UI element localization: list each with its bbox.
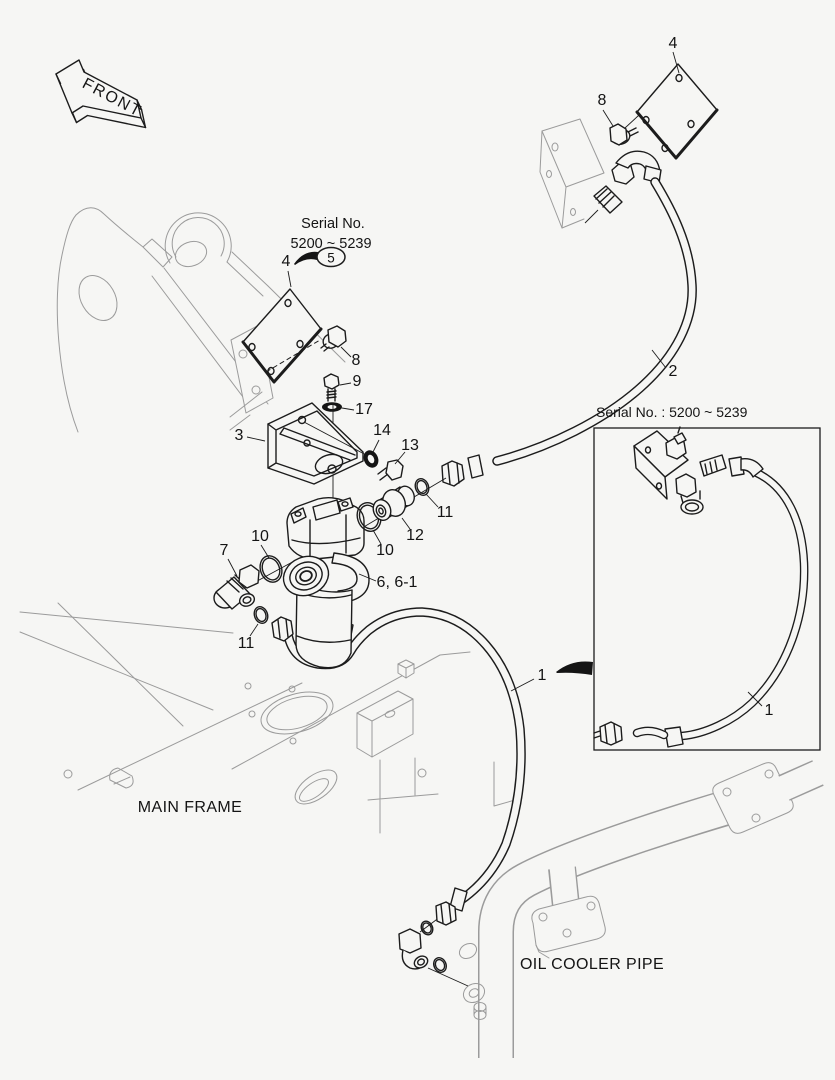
mount-plate-4-upper <box>609 63 719 160</box>
swoosh-arrow-inset <box>556 661 593 675</box>
part-label-2: 2 <box>668 363 678 380</box>
main-frame-label: MAIN FRAME <box>137 799 243 816</box>
part-label-7: 7 <box>219 542 229 559</box>
hose-2-drawing <box>441 150 697 487</box>
o-ring-11-left <box>253 606 269 624</box>
elbow-7-drawing <box>213 564 260 610</box>
part-label-1-inset: 1 <box>764 702 774 719</box>
part-label-14: 14 <box>373 422 391 439</box>
part-label-11-left: 11 <box>237 635 255 652</box>
part-label-1-main: 1 <box>537 667 547 684</box>
hose-1-end-fittings <box>398 887 469 987</box>
inset-serial-title: Serial No. : 5200 ~ 5239 <box>596 404 748 420</box>
serial-note-line2: 5200 ~ 5239 <box>290 235 372 252</box>
filter-assembly-drawing <box>282 497 370 669</box>
part-label-3: 3 <box>234 427 244 444</box>
part-label-4-middle: 4 <box>281 253 291 270</box>
part-label-12: 12 <box>406 527 424 544</box>
part-label-8-upper: 8 <box>597 92 607 109</box>
bracket-3-drawing <box>267 402 369 485</box>
part-label-10-left: 10 <box>251 528 269 545</box>
machine-frame-lower-left <box>19 602 523 834</box>
part-label-4-upper: 4 <box>668 35 678 52</box>
part-label-11-right: 11 <box>436 504 454 521</box>
oil-cooler-pipe-drawing <box>458 760 826 1062</box>
adapter-12-drawing <box>372 485 415 521</box>
part-label-6: 6, 6-1 <box>376 574 418 591</box>
mount-plate-4-middle <box>241 288 347 384</box>
washer-14-bolt-13 <box>363 450 404 481</box>
part-label-10-right: 10 <box>376 542 394 559</box>
balloon-5-number: 5 <box>327 250 335 266</box>
leader-lines <box>227 51 763 707</box>
serial-note-line1: Serial No. <box>301 215 365 232</box>
filter-head-mount-block <box>539 118 605 229</box>
part-label-13: 13 <box>401 437 419 454</box>
part-label-17: 17 <box>355 401 373 418</box>
swoosh-arrow-balloon <box>294 251 318 265</box>
part-label-8-middle: 8 <box>351 352 361 369</box>
o-ring-10-left <box>259 555 283 583</box>
inset-box <box>593 426 821 751</box>
balloon-5-circle <box>316 246 346 268</box>
part-label-9: 9 <box>352 373 362 390</box>
front-arrow: FRONT <box>55 59 147 129</box>
o-ring-11-right <box>414 478 430 496</box>
oil-cooler-pipe-label: OIL COOLER PIPE <box>519 956 665 973</box>
